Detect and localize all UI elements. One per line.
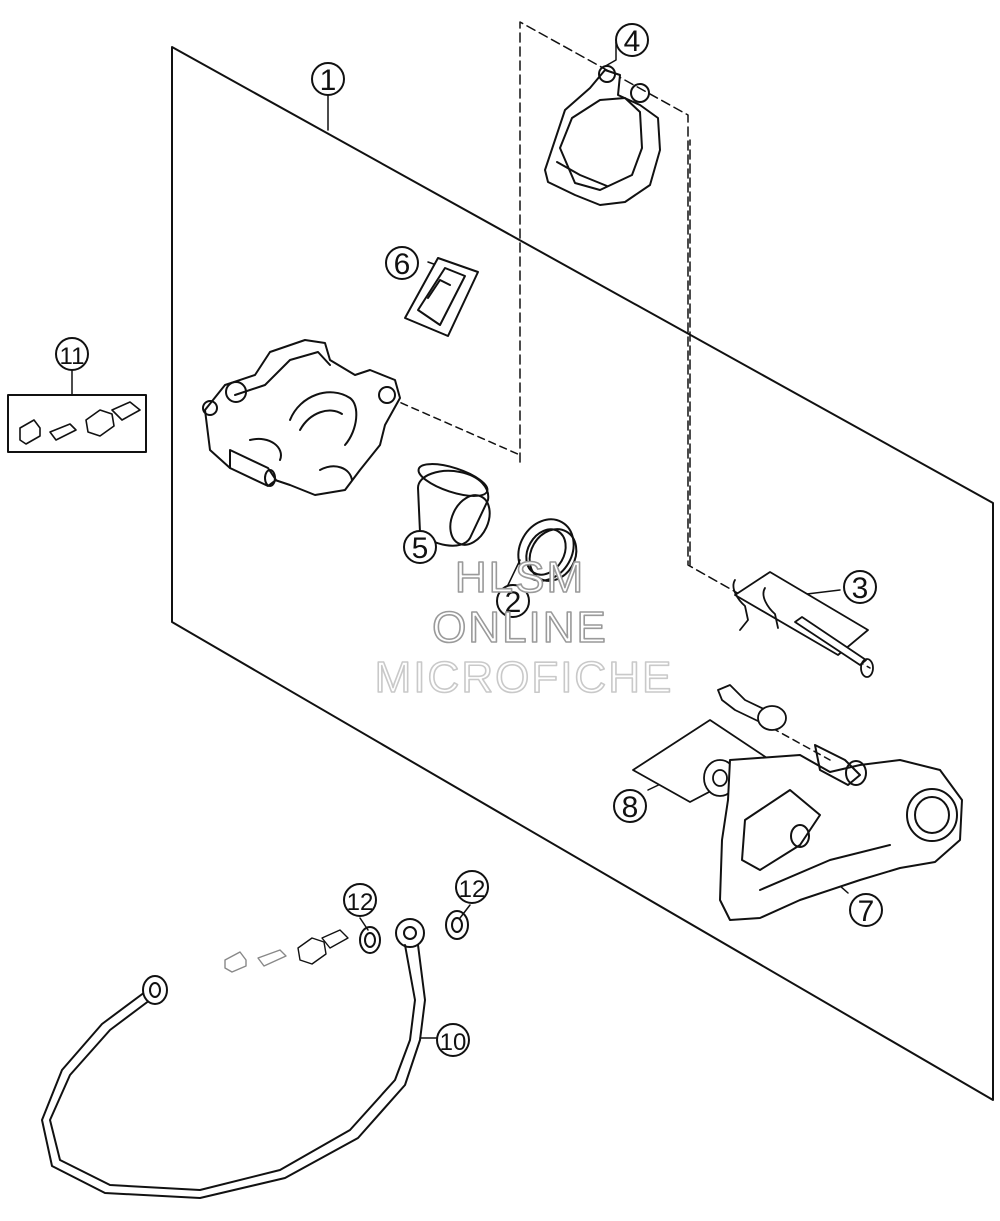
bleeder-parts bbox=[19, 401, 141, 445]
callout-1-label: 1 bbox=[320, 64, 337, 97]
watermark: HLSM ONLINE MICROFICHE bbox=[374, 552, 674, 703]
piston bbox=[417, 463, 491, 547]
callout-5-label: 5 bbox=[412, 532, 429, 565]
sealing-washers bbox=[359, 910, 469, 954]
callout-8 bbox=[613, 789, 647, 823]
callout-10 bbox=[436, 1023, 470, 1057]
callout-12-right bbox=[455, 870, 489, 904]
watermark-line-3: MICROFICHE bbox=[375, 653, 674, 702]
callout-2 bbox=[496, 584, 530, 618]
callout-11-label: 11 bbox=[60, 343, 85, 370]
pad-spring bbox=[404, 257, 479, 337]
pin-kit bbox=[732, 571, 874, 678]
bleeder-kit-box bbox=[7, 394, 147, 453]
caliper-support bbox=[719, 744, 963, 921]
callout-12-left-label: 12 bbox=[347, 889, 374, 916]
callout-8-label: 8 bbox=[622, 791, 639, 824]
caliper-assembly-outline bbox=[171, 46, 994, 1101]
callout-4-label: 4 bbox=[624, 25, 641, 58]
callout-7-label: 7 bbox=[858, 895, 875, 928]
callout-11 bbox=[55, 337, 89, 371]
callout-4 bbox=[615, 23, 649, 57]
callout-3-label: 3 bbox=[852, 572, 869, 605]
brake-pads bbox=[544, 65, 661, 206]
brake-caliper bbox=[202, 339, 401, 496]
callout-7 bbox=[849, 893, 883, 927]
bleeder-parts-loose bbox=[224, 929, 349, 973]
callout-5 bbox=[403, 530, 437, 564]
callouts: 1 4 6 11 5 2 3 8 7 12 12 10 bbox=[55, 23, 883, 1057]
callout-12-left bbox=[343, 883, 377, 917]
callout-3 bbox=[843, 570, 877, 604]
piston-seal bbox=[517, 518, 578, 582]
callout-6-label: 6 bbox=[394, 248, 411, 281]
brake-line bbox=[41, 918, 426, 1199]
callout-6 bbox=[385, 246, 419, 280]
callout-10-label: 10 bbox=[440, 1029, 467, 1056]
watermark-line-2: ONLINE bbox=[432, 603, 608, 652]
watermark-line-1: HLSM bbox=[455, 553, 585, 602]
callout-2-label: 2 bbox=[505, 586, 522, 619]
callout-12-right-label: 12 bbox=[459, 876, 486, 903]
callout-1 bbox=[311, 62, 345, 96]
